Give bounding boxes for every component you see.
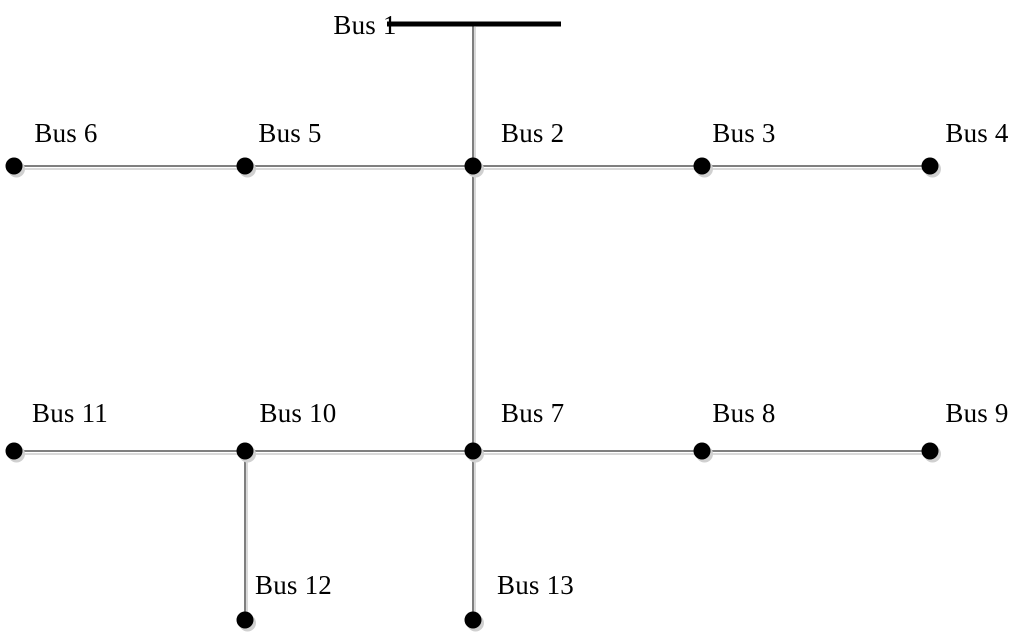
bus-6-node[interactable] bbox=[5, 157, 23, 175]
bus-9-node[interactable] bbox=[921, 442, 939, 460]
bus-1-label: Bus 1 bbox=[333, 10, 397, 40]
bus-7-label: Bus 7 bbox=[501, 398, 565, 428]
bus-2-node[interactable] bbox=[464, 157, 482, 175]
bus-4-node[interactable] bbox=[921, 157, 939, 175]
bus-11-label: Bus 11 bbox=[32, 398, 108, 428]
node-layer bbox=[5, 157, 939, 629]
bus-10-node[interactable] bbox=[236, 442, 254, 460]
bus-10-label: Bus 10 bbox=[259, 398, 337, 428]
bus-9-label: Bus 9 bbox=[945, 398, 1009, 428]
bus-8-node[interactable] bbox=[693, 442, 711, 460]
bus-5-label: Bus 5 bbox=[258, 118, 322, 148]
branch-shadow-layer bbox=[16, 27, 932, 623]
bus-6-label: Bus 6 bbox=[34, 118, 98, 148]
bus-2-label: Bus 2 bbox=[501, 118, 565, 148]
bus-7-node[interactable] bbox=[464, 442, 482, 460]
bus-3-label: Bus 3 bbox=[712, 118, 776, 148]
bus-11-node[interactable] bbox=[5, 442, 23, 460]
bus-3-node[interactable] bbox=[693, 157, 711, 175]
bus-4-label: Bus 4 bbox=[945, 118, 1009, 148]
bus-12-label: Bus 12 bbox=[255, 570, 332, 600]
bus-13-node[interactable] bbox=[464, 611, 482, 629]
bus-5-node[interactable] bbox=[236, 157, 254, 175]
bus-13-label: Bus 13 bbox=[497, 570, 574, 600]
bus-12-node[interactable] bbox=[236, 611, 254, 629]
branch-layer bbox=[14, 24, 930, 620]
bus-8-label: Bus 8 bbox=[712, 398, 776, 428]
